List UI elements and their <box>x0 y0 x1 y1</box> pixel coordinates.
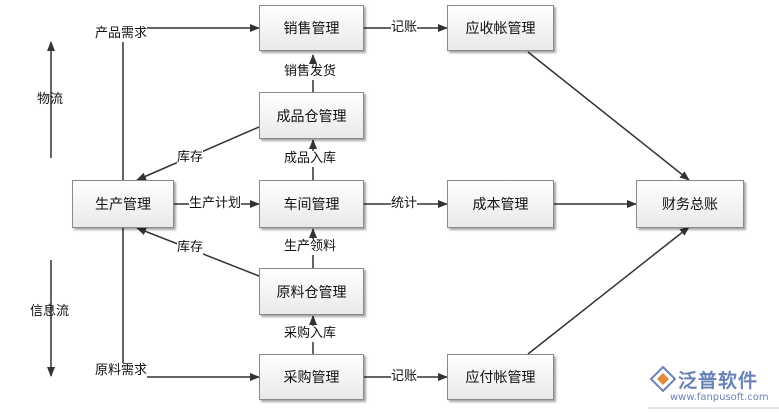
label-production-plan: 生产计划 <box>189 196 242 212</box>
label-purchase-inbound: 采购入库 <box>284 326 337 342</box>
logo-name: 泛普软件 <box>678 370 759 392</box>
logo-url: www.fanpusoft.com <box>670 392 769 403</box>
arrow-receivable-to-ledger <box>527 51 690 181</box>
label-stock-top: 库存 <box>177 150 204 166</box>
label-product-demand: 产品需求 <box>95 26 148 42</box>
brand-logo: 泛普软件 www.fanpusoft.com <box>648 364 776 410</box>
label-bookkeeping-sales: 记账 <box>391 20 418 36</box>
box-finished-warehouse: 成品仓管理 <box>259 92 364 139</box>
box-production: 生产管理 <box>72 180 174 228</box>
box-sales: 销售管理 <box>259 5 364 51</box>
label-stock-bottom: 库存 <box>177 240 204 256</box>
label-material-demand: 原料需求 <box>95 363 148 379</box>
box-purchase: 采购管理 <box>259 354 364 400</box>
label-sales-shipment: 销售发货 <box>284 64 337 80</box>
box-cost: 成本管理 <box>447 180 554 228</box>
box-receivable: 应收帐管理 <box>447 5 554 51</box>
box-ledger: 财务总账 <box>636 180 744 228</box>
label-finished-inbound: 成品入库 <box>284 151 337 167</box>
arrow-payable-to-ledger <box>527 226 690 355</box>
box-workshop: 车间管理 <box>259 180 364 228</box>
label-statistics: 统计 <box>391 196 418 212</box>
side-label-info-flow: 信息流 <box>30 304 70 319</box>
box-raw-warehouse: 原料仓管理 <box>259 268 364 315</box>
box-payable: 应付帐管理 <box>447 354 554 400</box>
label-bookkeeping-purchase: 记账 <box>391 369 418 385</box>
label-production-material: 生产领料 <box>284 239 337 255</box>
side-label-logistics: 物流 <box>37 92 64 107</box>
logo-icon <box>650 366 676 392</box>
